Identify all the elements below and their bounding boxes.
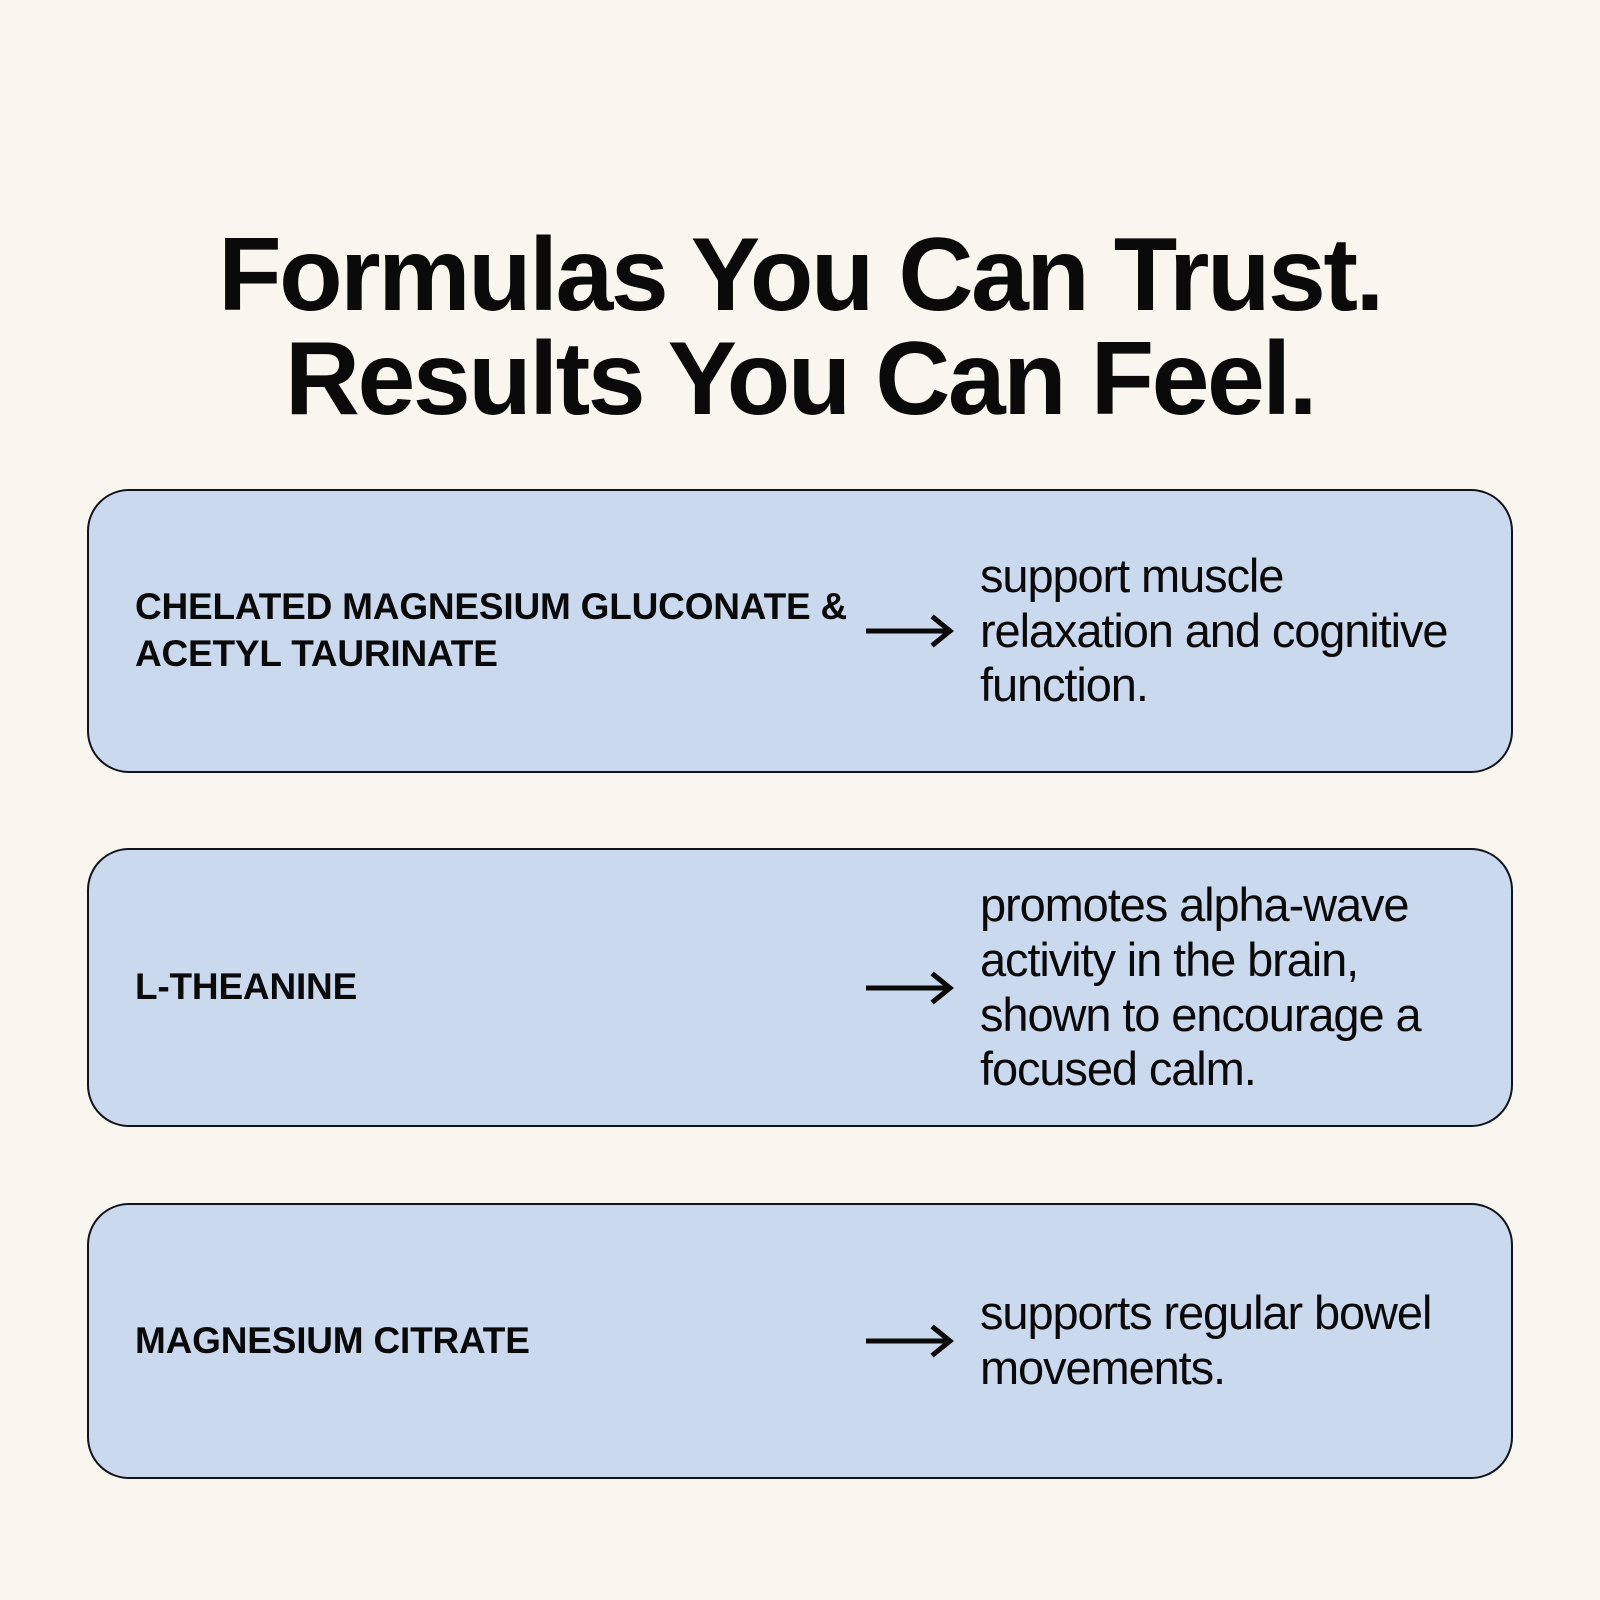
ingredient-card-inner: L-THEANINE promotes alpha-wave activity …	[89, 878, 1511, 1096]
ingredient-card: CHELATED MAGNESIUM GLUCONATE & ACETYL TA…	[87, 489, 1513, 773]
arrow-cell	[850, 1324, 974, 1358]
ingredient-benefit: promotes alpha-wave activity in the brai…	[980, 878, 1422, 1096]
long-right-arrow-icon	[866, 614, 954, 648]
ingredient-name: L-THEANINE	[135, 966, 358, 1007]
ingredient-card: MAGNESIUM CITRATE supports regular bowel…	[87, 1203, 1513, 1479]
ingredient-benefit: supports regular bowel movements.	[980, 1286, 1432, 1394]
long-right-arrow-icon	[866, 1324, 954, 1358]
ingredient-name: CHELATED MAGNESIUM GLUCONATE & ACETYL TA…	[135, 586, 848, 674]
page-title: Formulas You Can Trust. Results You Can …	[0, 222, 1600, 432]
long-right-arrow-icon	[866, 970, 954, 1005]
page-title-line-2: Results You Can Feel.	[284, 320, 1318, 437]
arrow-cell	[850, 614, 974, 648]
page-title-line-1: Formulas You Can Trust.	[218, 216, 1384, 333]
ingredient-card: L-THEANINE promotes alpha-wave activity …	[87, 848, 1513, 1127]
arrow-cell	[850, 970, 974, 1005]
ingredient-name: MAGNESIUM CITRATE	[135, 1319, 530, 1361]
ingredient-card-inner: MAGNESIUM CITRATE supports regular bowel…	[89, 1286, 1511, 1395]
ingredient-benefit: support muscle relaxation and cognitive …	[980, 549, 1449, 712]
ingredient-card-inner: CHELATED MAGNESIUM GLUCONATE & ACETYL TA…	[89, 549, 1511, 713]
